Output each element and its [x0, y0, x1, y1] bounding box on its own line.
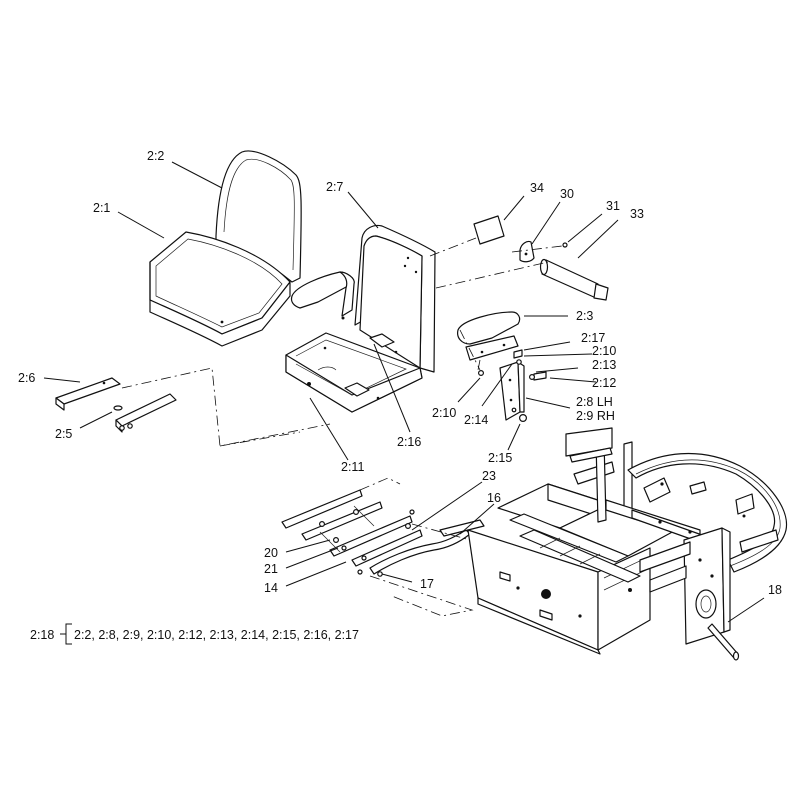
- callout-2-13: 2:13: [592, 358, 616, 372]
- callout-2-6: 2:6: [18, 371, 35, 385]
- seat-pan-assembly: [285, 224, 436, 413]
- manual-tube-assembly: [473, 215, 609, 301]
- pivot-rod: [707, 623, 740, 661]
- callout-14: 14: [264, 581, 278, 595]
- callout-21: 21: [264, 562, 278, 576]
- armrest-rh-assembly: [457, 311, 547, 423]
- callout-34: 34: [530, 181, 544, 195]
- callout-18: 18: [768, 583, 782, 597]
- callout-16: 16: [487, 491, 501, 505]
- callout-2-10-upper: 2:10: [592, 344, 616, 358]
- kit-bracket: [60, 623, 72, 645]
- kit-note-contents: 2:2, 2:8, 2:9, 2:10, 2:12, 2:13, 2:14, 2…: [74, 628, 359, 642]
- callout-2-10-lower: 2:10: [432, 406, 456, 420]
- callout-labels: 2:2 2:1 2:7 34 30 31 33 2:3 2:17 2:10 2:…: [18, 149, 782, 642]
- seat-slide-rails: [55, 377, 177, 433]
- callout-2-16: 2:16: [397, 435, 421, 449]
- callout-2-1: 2:1: [93, 201, 110, 215]
- callout-33: 33: [630, 207, 644, 221]
- callout-31: 31: [606, 199, 620, 213]
- seat-mount-assembly: [281, 489, 485, 577]
- chassis-frame: [467, 427, 788, 655]
- callout-30: 30: [560, 187, 574, 201]
- callout-20: 20: [264, 546, 278, 560]
- kit-note-kit: 2:18: [30, 628, 54, 642]
- callout-2-15: 2:15: [488, 451, 512, 465]
- callout-2-12: 2:12: [592, 376, 616, 390]
- callout-2-9-rh: 2:9 RH: [576, 409, 615, 423]
- seat-cushion-assembly: [149, 150, 302, 347]
- callout-17: 17: [420, 577, 434, 591]
- callout-2-17: 2:17: [581, 331, 605, 345]
- callout-2-7: 2:7: [326, 180, 343, 194]
- callout-2-5: 2:5: [55, 427, 72, 441]
- callout-23: 23: [482, 469, 496, 483]
- assembly-lines: [121, 237, 563, 617]
- callout-2-8-lh: 2:8 LH: [576, 395, 613, 409]
- callout-2-11: 2:11: [341, 460, 364, 474]
- callout-2-14: 2:14: [464, 413, 488, 427]
- callout-2-2: 2:2: [147, 149, 164, 163]
- callout-2-3: 2:3: [576, 309, 593, 323]
- leader-lines: [43, 161, 765, 623]
